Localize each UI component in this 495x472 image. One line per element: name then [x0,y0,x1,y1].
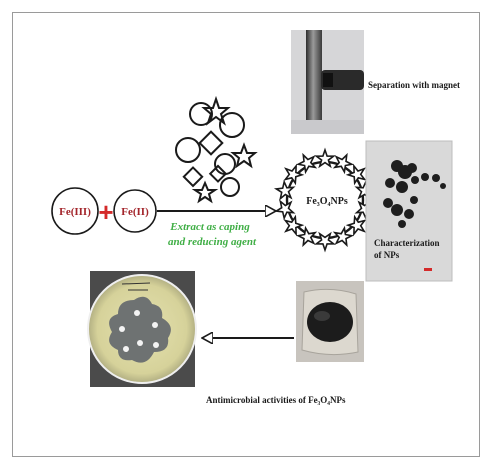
characterization-photo [365,140,453,282]
dried-nanoparticles-photo [296,281,364,362]
magnet-bar [306,30,322,134]
arrow-caption-line1: Extract as caping [169,221,250,233]
extract-star-shape [191,180,219,204]
plate-handwriting [121,282,151,291]
antibiotic-discs [119,310,159,352]
extract-diamond-shape [198,130,224,156]
antimicrobial-caption: Antimicrobial activities of Fe₃O₄NPs [206,395,346,405]
fe3-circle [51,187,99,235]
nanoparticle-star [295,225,318,248]
magnet-caption: Separation with magnet [368,80,460,90]
nanoparticle-star [332,225,355,248]
characterization-caption-line2: of NPs [374,250,400,260]
extract-star-shape [201,95,231,126]
arrow-caption-line2: and reducing agent [168,236,257,248]
fe3-label: Fe(III) [59,206,91,218]
figure-frame [12,12,480,457]
extract-circle-shape [214,153,236,175]
fe3o4-nanoparticle: Fe₃O₄NPs [273,147,377,253]
characterization-caption-line1: Characterization [374,238,440,248]
fe3-reactant: Fe(III) [51,187,99,235]
magnet-separation-photo [291,30,364,134]
nanoparticle-label: Fe₃O₄NPs [306,196,348,207]
agar-plate-photo [87,271,197,387]
tem-scale-bar [424,268,432,271]
tem-particle-clusters [383,160,446,228]
fe2-circle [113,189,157,233]
extract-shapes-cluster [175,95,258,204]
extract-circle-shape [219,112,245,138]
magnet-photo-surface [291,120,364,134]
extract-star-shape [230,142,258,169]
extract-circle-shape [220,177,240,197]
container-nanoparticle-powder [307,302,353,342]
extract-diamond-shape [208,164,228,183]
nanoparticle-star [295,152,318,175]
nanoparticle-star [314,147,336,169]
nanoparticle-star [332,152,355,175]
nanoparticle-star [345,214,367,237]
plus-sign: + [98,197,113,227]
nanoparticle-star [283,163,305,186]
container-powder-highlight [314,311,330,321]
nanoparticle-star [273,179,296,201]
nanoparticle-star [314,231,336,253]
fe2-label: Fe(II) [121,206,149,218]
extract-circle-shape [175,137,201,163]
fe2-reactant: Fe(II) [113,189,157,233]
extract-diamond-shape [182,166,204,188]
nanoparticle-star [283,214,305,237]
nanoparticle-star [345,163,367,186]
magnet-vial-particles [323,73,333,87]
nanoparticle-star [273,199,296,221]
